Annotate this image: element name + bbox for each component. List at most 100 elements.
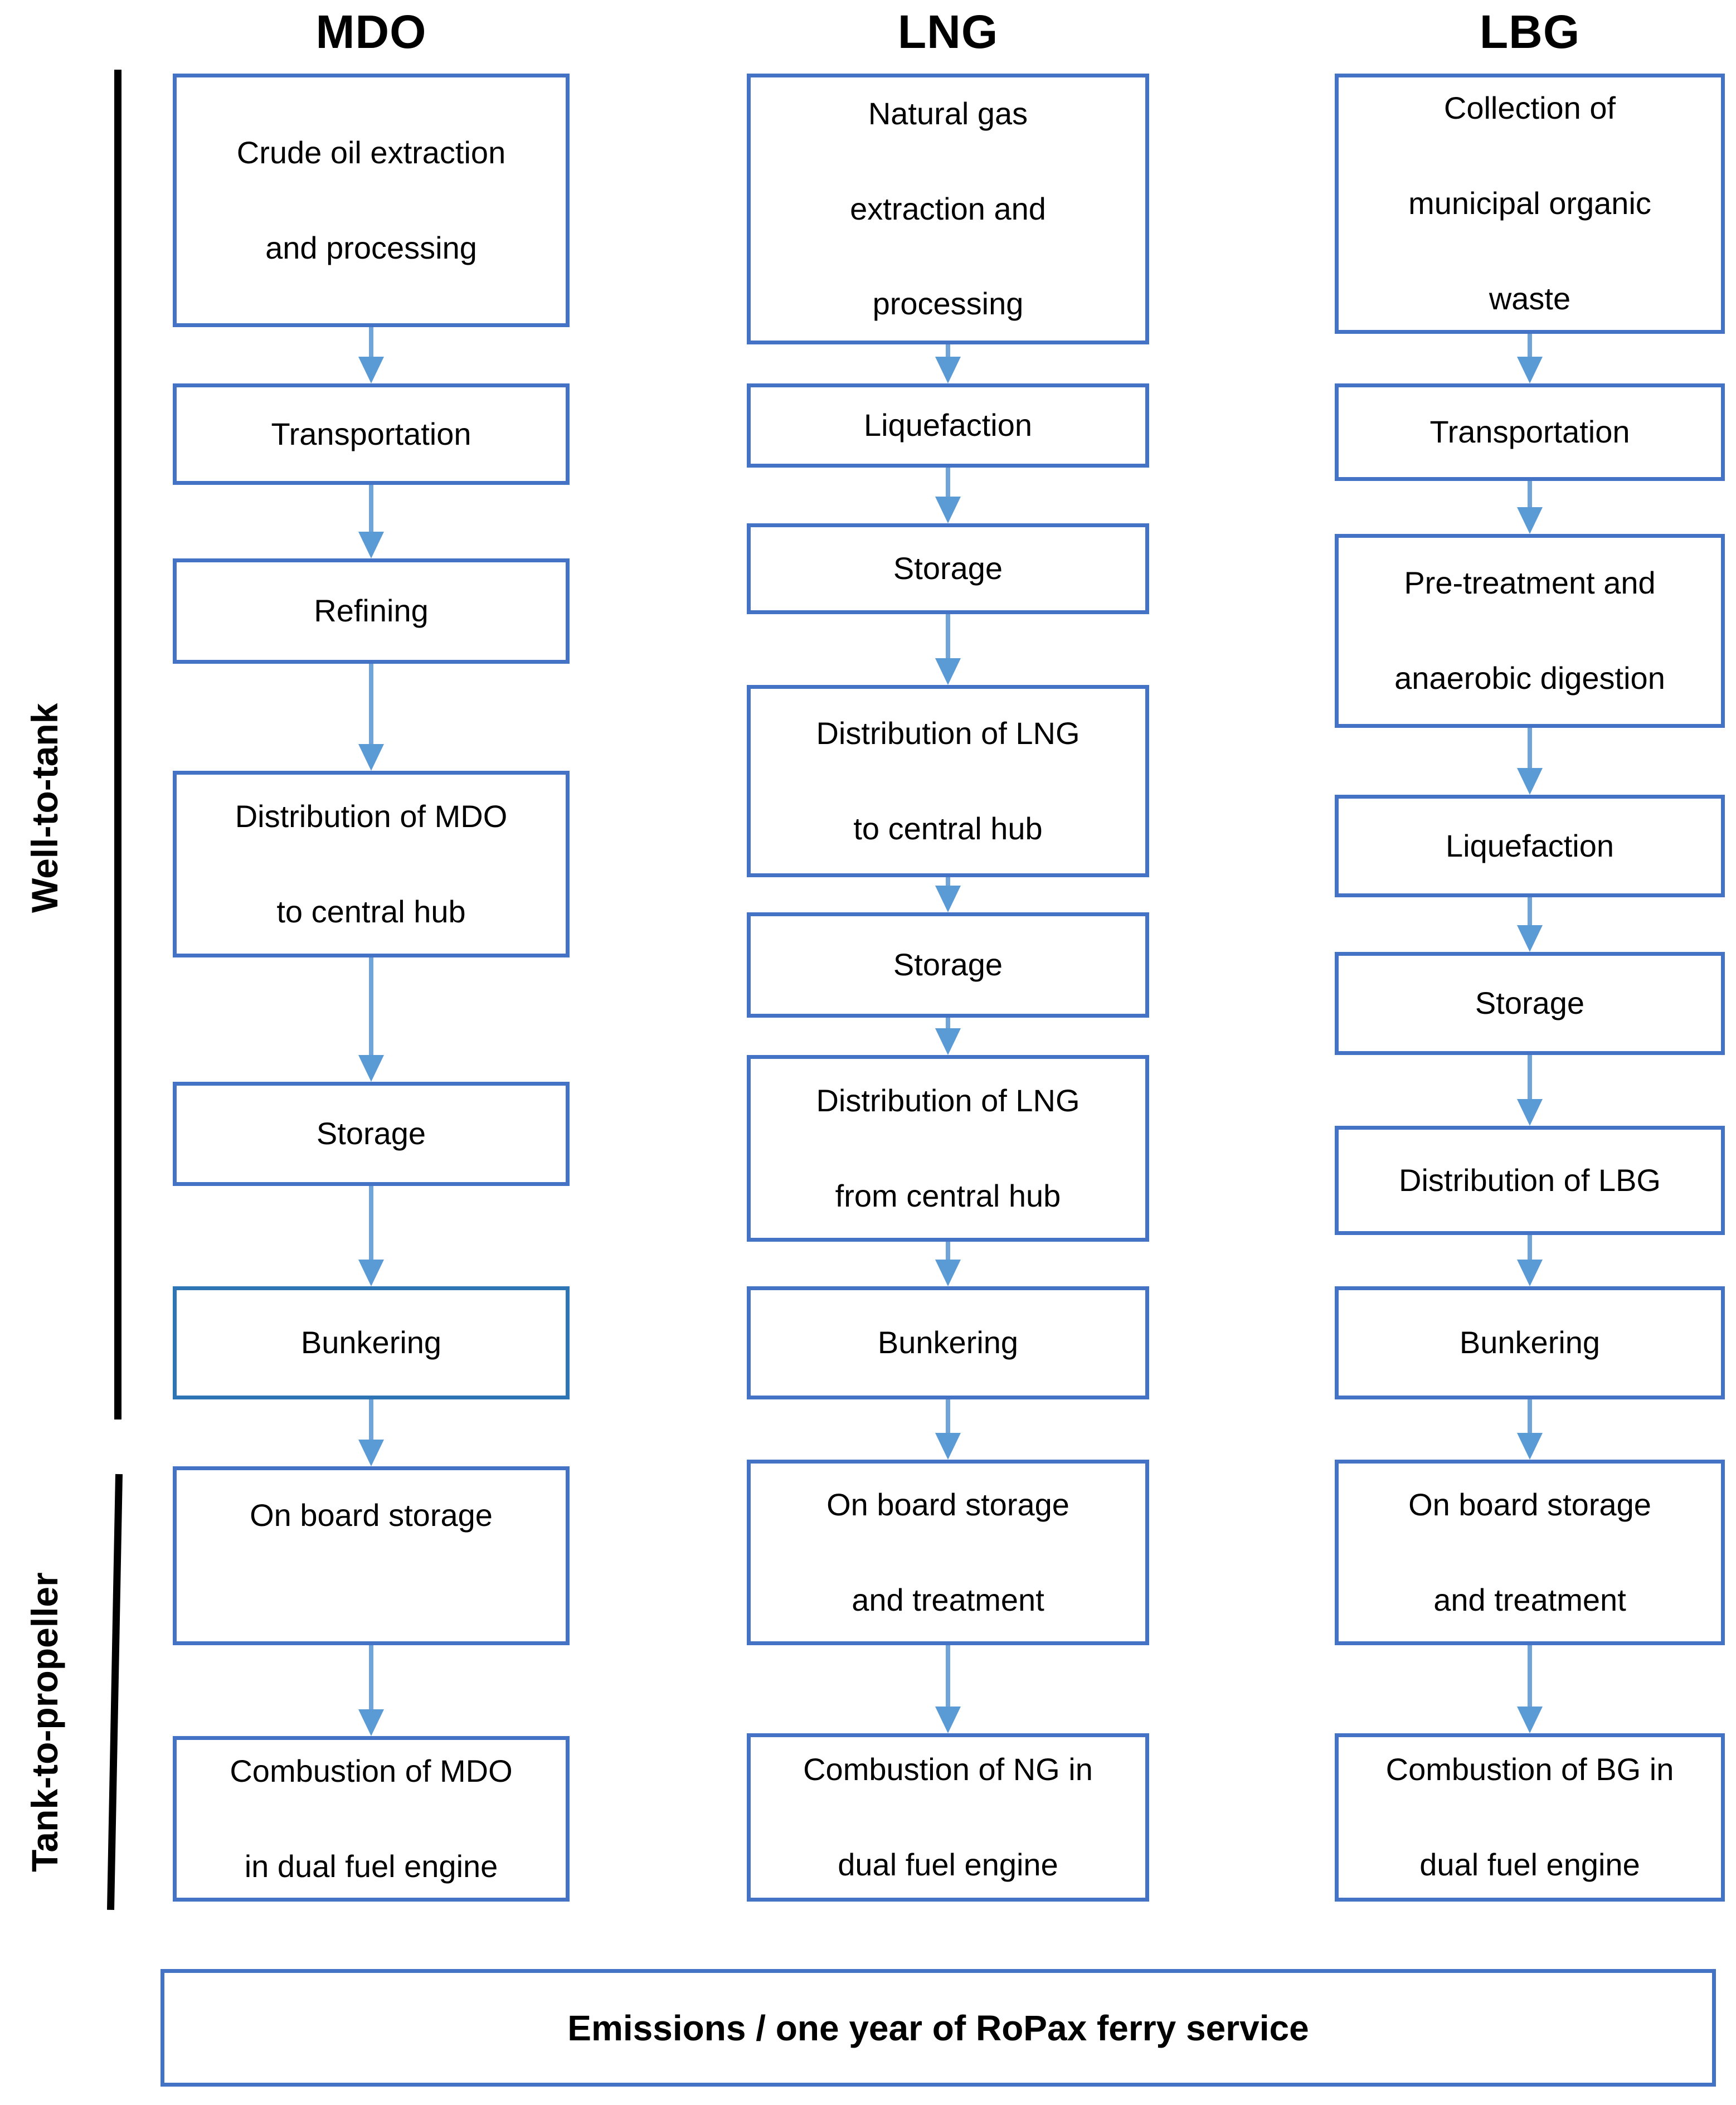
arrow-stem	[946, 1645, 950, 1711]
arrow-stem	[1528, 728, 1532, 772]
arrow-stem	[1528, 897, 1532, 930]
arrow-head	[1517, 507, 1543, 534]
arrow-stem	[946, 614, 950, 663]
lng-box-liquefaction: Liquefaction	[747, 383, 1149, 468]
arrow-stem	[1528, 1055, 1532, 1103]
step-text-line: and treatment	[852, 1582, 1044, 1617]
arrow-head	[1517, 925, 1543, 952]
lbg-box-transportation: Transportation	[1335, 383, 1725, 481]
step-text-line: Transportation	[1429, 414, 1630, 450]
step-text-line: Combustion of BG in	[1385, 1752, 1674, 1787]
arrow-stem	[369, 327, 373, 361]
step-text-line: dual fuel engine	[1419, 1847, 1640, 1882]
step-text-line: On board storage	[250, 1498, 493, 1533]
step-text-line: to central hub	[853, 810, 1043, 846]
mdo-box-crude-oil-extraction: Crude oil extraction and processing	[173, 74, 570, 327]
lng-box-on-board-storage-and-treatment: On board storage and treatment	[747, 1460, 1149, 1645]
step-text-line: municipal organic	[1408, 186, 1651, 221]
arrow-head	[358, 1055, 384, 1082]
step-text-line: Distribution of MDO	[235, 798, 508, 834]
mdo-box-distribution-to-central-hub: Distribution of MDO to central hub	[173, 771, 570, 957]
step-text-line: Storage	[1475, 985, 1585, 1021]
step-text-line: anaerobic digestion	[1394, 660, 1665, 696]
lng-box-bunkering: Bunkering	[747, 1286, 1149, 1399]
column-lbg: LBG Collection of municipal organic wast…	[1335, 0, 1725, 2105]
lbg-box-pretreatment-anaerobic-digestion: Pre-treatment and anaerobic digestion	[1335, 534, 1725, 728]
arrow-stem	[369, 664, 373, 748]
well-to-tank-label: Well-to-tank	[24, 703, 65, 913]
arrow-head	[358, 1260, 384, 1286]
arrow-stem	[369, 957, 373, 1059]
column-mdo: MDO Crude oil extraction and processing …	[173, 0, 570, 2105]
arrow-stem	[946, 1018, 950, 1033]
step-text-line: Collection of	[1443, 90, 1616, 126]
column-lng: LNG Natural gas extraction and processin…	[747, 0, 1149, 2105]
arrow-head	[935, 886, 961, 912]
lbg-box-distribution-of-lbg: Distribution of LBG	[1335, 1126, 1725, 1235]
step-text-line: Storage	[893, 947, 1003, 983]
lbg-box-liquefaction: Liquefaction	[1335, 795, 1725, 897]
arrow-head	[935, 357, 961, 383]
arrow-head	[1517, 1707, 1543, 1733]
arrow-stem	[946, 468, 950, 501]
arrow-head	[1517, 1433, 1543, 1460]
arrow-stem	[946, 344, 950, 361]
step-text-line: Natural gas	[868, 95, 1028, 131]
mdo-box-bunkering: Bunkering	[173, 1286, 570, 1399]
step-text-line: from central hub	[835, 1178, 1061, 1213]
mdo-box-on-board-storage: On board storage	[173, 1466, 570, 1645]
step-text-line: Distribution of LNG	[816, 715, 1080, 751]
column-header-lng: LNG	[897, 6, 999, 58]
arrow-head	[935, 1260, 961, 1286]
arrow-stem	[946, 877, 950, 890]
lng-box-combustion-dual-fuel-engine: Combustion of NG in dual fuel engine	[747, 1733, 1149, 1902]
emissions-summary-box: Emissions / one year of RoPax ferry serv…	[161, 1969, 1716, 2087]
arrow-head	[358, 1709, 384, 1736]
step-text-line: Crude oil extraction	[236, 134, 506, 170]
arrow-head	[935, 1433, 961, 1460]
lng-box-storage-1: Storage	[747, 523, 1149, 614]
column-header-lbg: LBG	[1479, 6, 1581, 58]
step-text-line: Liquefaction	[863, 407, 1032, 443]
lbg-box-combustion-dual-fuel-engine: Combustion of BG in dual fuel engine	[1335, 1733, 1725, 1902]
arrow-stem	[1528, 1235, 1532, 1264]
arrow-head	[935, 497, 961, 523]
step-text-line: to central hub	[276, 893, 466, 929]
emissions-summary-label: Emissions / one year of RoPax ferry serv…	[567, 2007, 1309, 2048]
mdo-box-storage: Storage	[173, 1082, 570, 1186]
step-text-line: Bunkering	[877, 1325, 1019, 1360]
lbg-box-storage: Storage	[1335, 952, 1725, 1055]
step-text-line: processing	[872, 286, 1024, 322]
step-text-line: Distribution of LNG	[816, 1082, 1080, 1118]
step-text-line: Distribution of LBG	[1399, 1162, 1661, 1198]
arrow-stem	[1528, 1399, 1532, 1437]
step-text-line: Bunkering	[300, 1325, 442, 1360]
tank-to-propeller-bracket-line	[106, 1474, 123, 1910]
arrow-head	[1517, 1099, 1543, 1126]
step-text-line: dual fuel engine	[838, 1847, 1058, 1882]
lng-box-natural-gas-extraction: Natural gas extraction and processing	[747, 74, 1149, 344]
step-text-line: Storage	[316, 1116, 426, 1151]
arrow-head	[935, 1028, 961, 1055]
step-text-line: Liquefaction	[1445, 828, 1614, 863]
step-text-line: Transportation	[271, 416, 471, 451]
arrow-head	[358, 532, 384, 558]
arrow-stem	[369, 1645, 373, 1714]
step-text-line: On board storage	[826, 1486, 1069, 1522]
mdo-box-transportation: Transportation	[173, 383, 570, 485]
arrow-head	[1517, 357, 1543, 383]
arrow-stem	[1528, 334, 1532, 361]
step-text-line: Bunkering	[1459, 1325, 1601, 1360]
arrow-head	[1517, 768, 1543, 795]
step-text-line: and processing	[265, 230, 477, 265]
step-text-line: Combustion of NG in	[803, 1752, 1093, 1787]
step-text-line: Storage	[893, 551, 1003, 586]
step-text-line: extraction and	[850, 191, 1046, 226]
step-text-line: On board storage	[1408, 1486, 1651, 1522]
lng-box-distribution-to-central-hub: Distribution of LNG to central hub	[747, 685, 1149, 877]
step-text-line: waste	[1489, 280, 1571, 316]
step-text-line: Combustion of MDO	[230, 1753, 513, 1788]
lbg-box-bunkering: Bunkering	[1335, 1286, 1725, 1399]
column-header-mdo: MDO	[315, 6, 427, 58]
lng-box-distribution-from-central-hub: Distribution of LNG from central hub	[747, 1055, 1149, 1242]
